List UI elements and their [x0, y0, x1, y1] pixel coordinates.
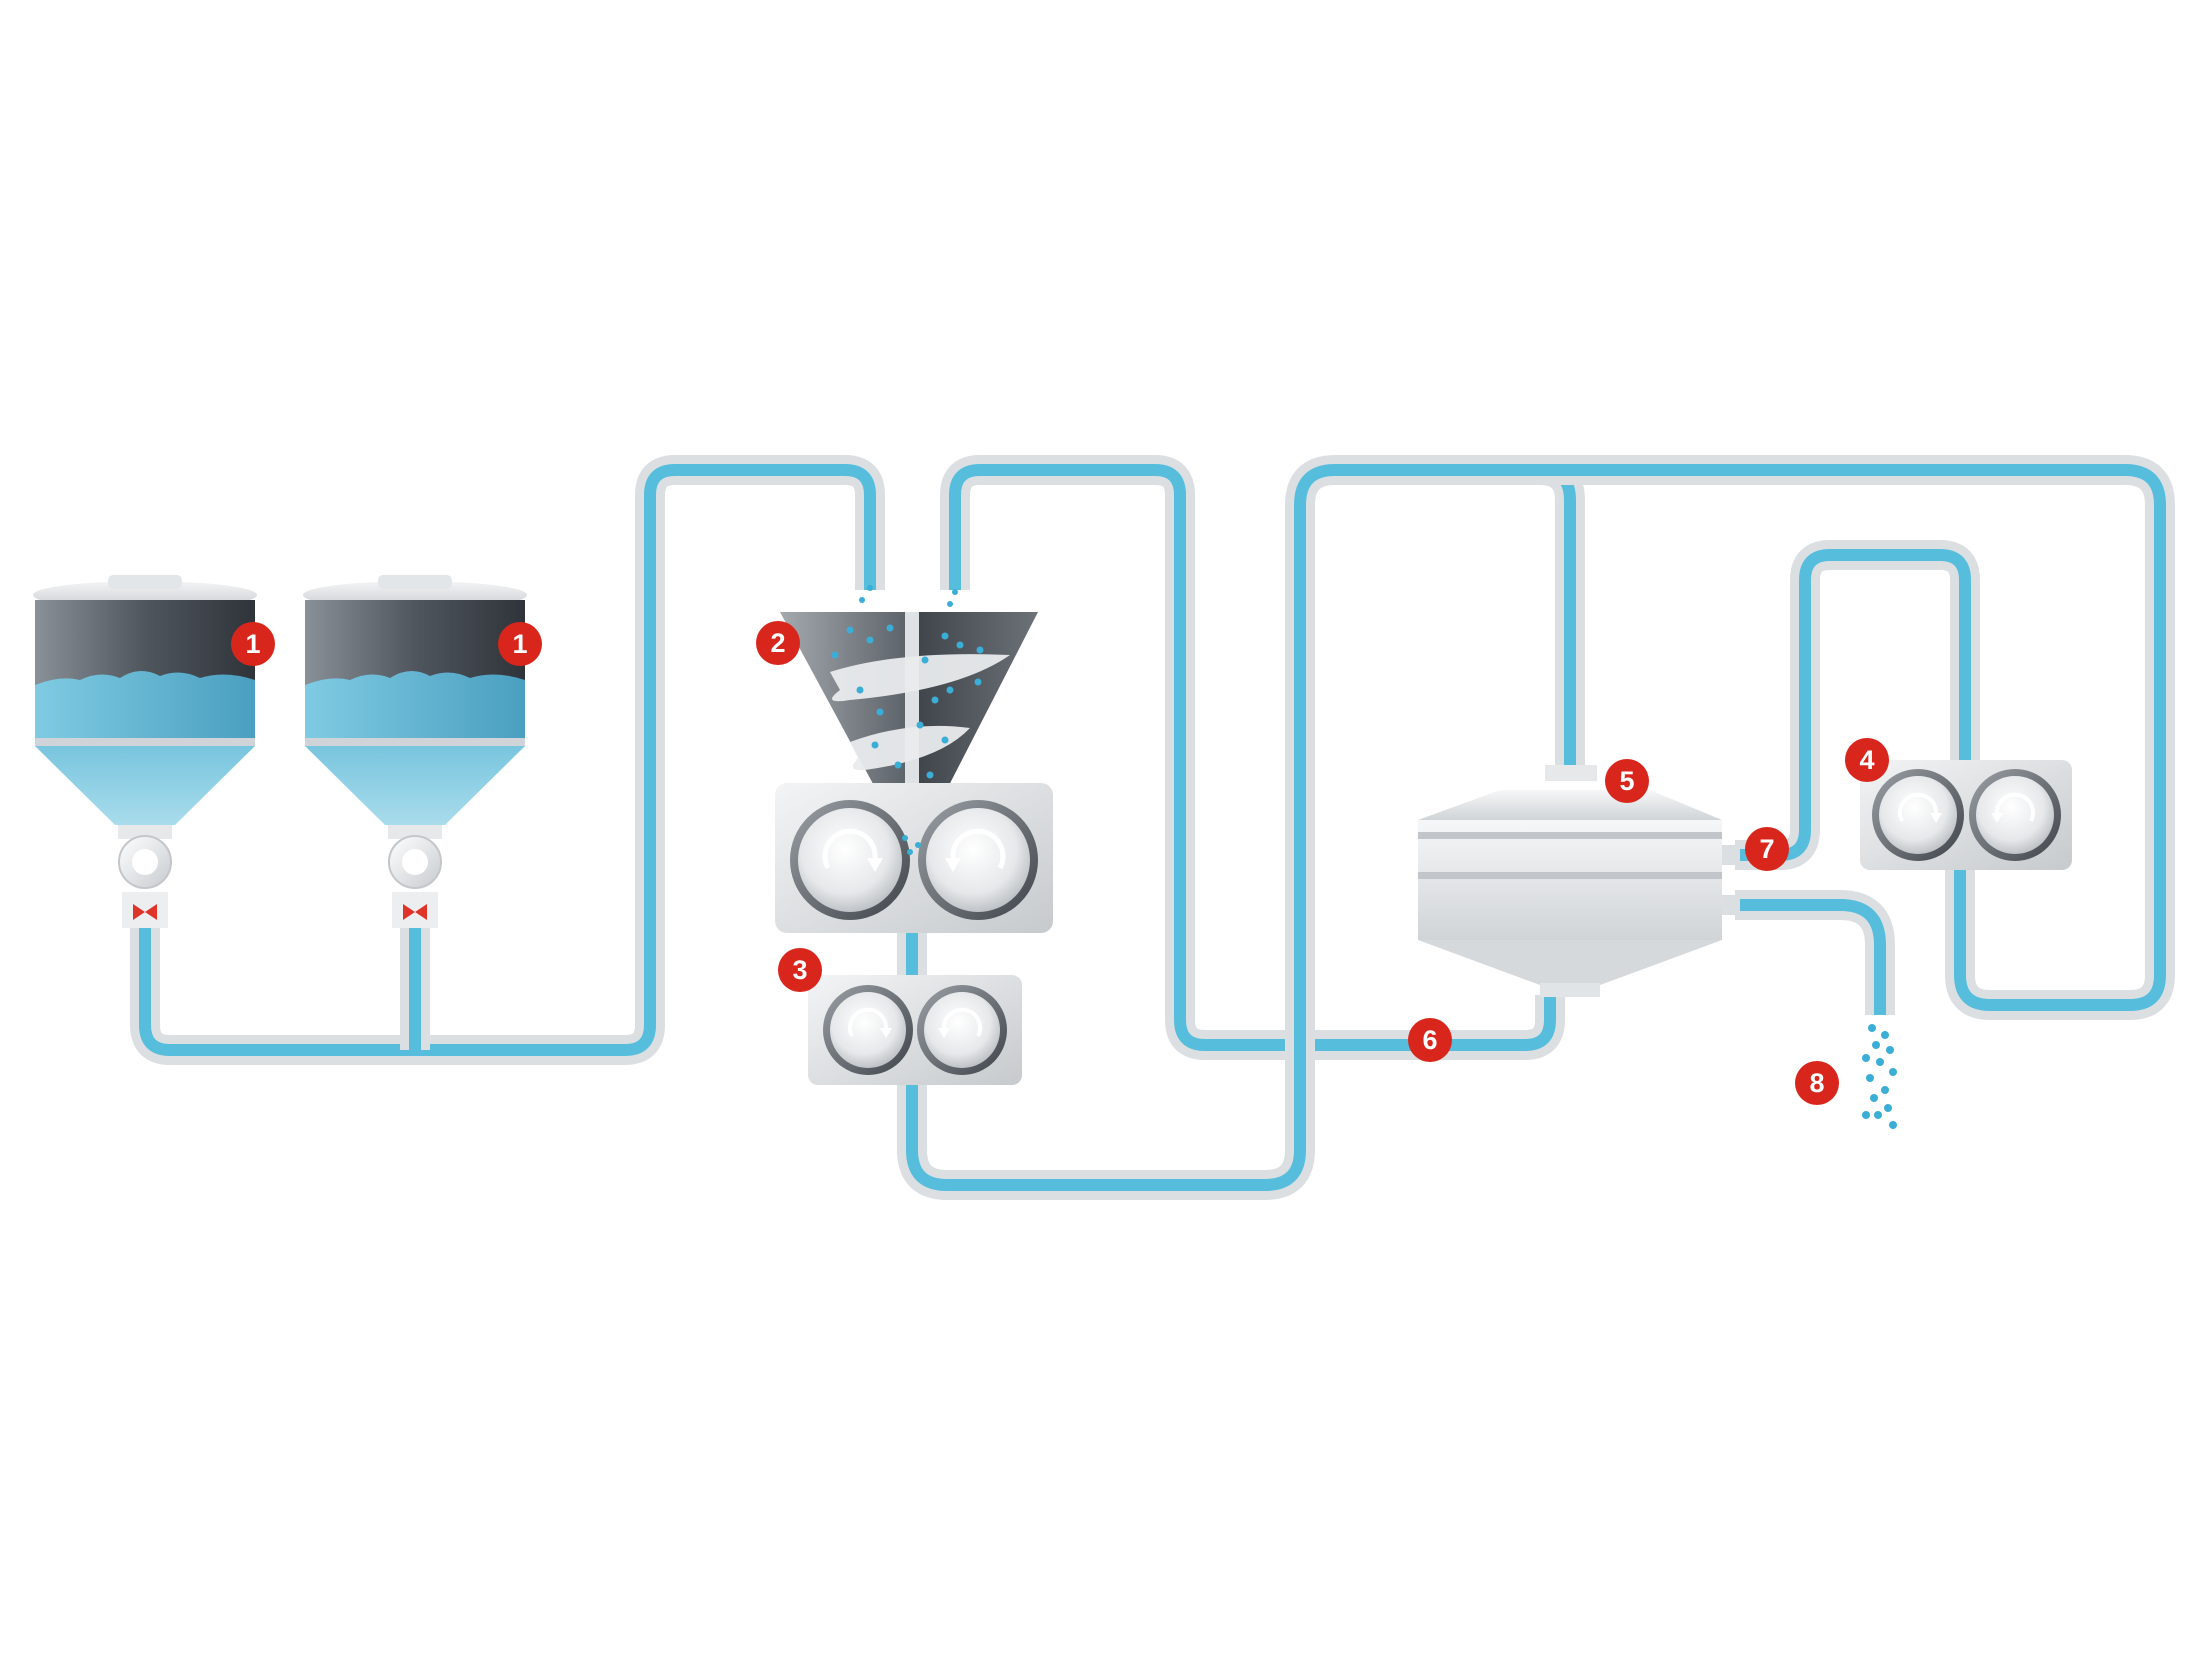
marker-label: 6 — [1422, 1025, 1437, 1055]
rotate-clockwise-icon — [848, 1007, 889, 1037]
roller-mill-main — [775, 783, 1053, 933]
marker-label: 1 — [245, 629, 260, 659]
valve-handle-icon — [403, 904, 415, 920]
sieve-separator — [1418, 765, 1740, 997]
rotate-counterclockwise-icon — [941, 1007, 982, 1037]
pipe-product-outlet-flow — [1735, 899, 1886, 1015]
marker-label: 1 — [512, 629, 527, 659]
pipe-silos-to-mixer-flow — [139, 464, 876, 1056]
pipe-product-outlet — [1735, 890, 1895, 1015]
marker-6: 6 — [1408, 1018, 1452, 1062]
pipe-network — [130, 455, 2175, 1200]
marker-5: 5 — [1605, 759, 1649, 803]
roller-mill-regrind — [1860, 760, 2072, 870]
marker-4: 4 — [1845, 738, 1889, 782]
marker-1b: 1 — [498, 622, 542, 666]
marker-7: 7 — [1745, 827, 1789, 871]
pipe-return-to-mixer — [940, 455, 1565, 1060]
roller-mill-secondary — [808, 975, 1022, 1085]
marker-8: 8 — [1795, 1061, 1839, 1105]
rotate-counterclockwise-icon — [950, 828, 1006, 870]
screw-helix — [830, 654, 1010, 702]
rotate-clockwise-icon — [822, 828, 878, 870]
marker-3: 3 — [778, 948, 822, 992]
marker-label: 8 — [1809, 1068, 1824, 1098]
marker-label: 7 — [1759, 834, 1774, 864]
silo-2 — [303, 575, 527, 928]
pipe-outlet7-to-roller4-flow — [1735, 549, 1971, 861]
pipe-oversize-loop-flow — [1540, 464, 2166, 1011]
marker-label: 4 — [1859, 745, 1874, 775]
rotate-counterclockwise-icon — [1994, 792, 2035, 822]
marker-label: 5 — [1619, 766, 1634, 796]
silo-1 — [33, 575, 257, 928]
marker-2: 2 — [756, 621, 800, 665]
pipe-return-to-mixer-flow — [949, 464, 1556, 1051]
valve-handle-icon — [133, 904, 145, 920]
marker-label: 3 — [792, 955, 807, 985]
marker-label: 2 — [770, 628, 785, 658]
product-particles — [1862, 1024, 1897, 1129]
marker-1a: 1 — [231, 622, 275, 666]
rotate-clockwise-icon — [1898, 792, 1939, 822]
